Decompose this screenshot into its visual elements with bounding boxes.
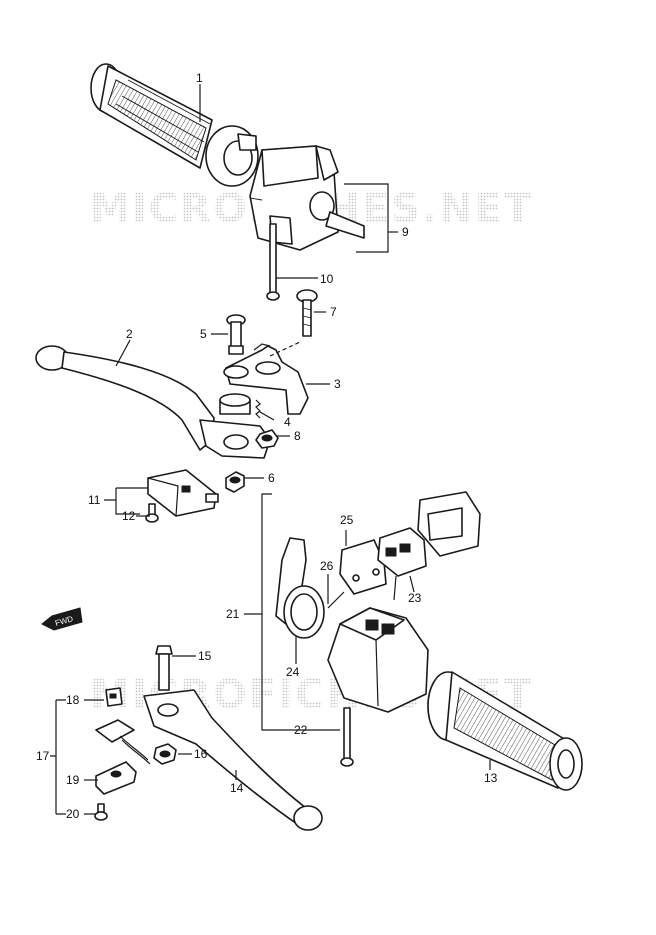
pivot-bolt-5 bbox=[226, 314, 246, 355]
callout-15: 15 bbox=[198, 649, 212, 663]
callout-16: 16 bbox=[194, 747, 208, 761]
bolt-15 bbox=[155, 645, 173, 691]
lever-bracket-3 bbox=[223, 341, 309, 415]
callout-11: 11 bbox=[88, 493, 101, 507]
switch-cover bbox=[417, 491, 481, 557]
callout-17: 17 bbox=[36, 749, 50, 763]
left-grip bbox=[90, 63, 259, 187]
clutch-lever-14 bbox=[143, 689, 323, 831]
callout-numbers: 1 9 10 7 5 2 3 4 8 6 11 12 25 26 23 21 2… bbox=[36, 71, 498, 821]
callout-4: 4 bbox=[284, 415, 291, 429]
callout-14: 14 bbox=[230, 781, 244, 795]
leader-lines bbox=[50, 84, 491, 815]
nut-6 bbox=[225, 471, 245, 493]
screw-10 bbox=[266, 223, 280, 301]
callout-24: 24 bbox=[286, 665, 300, 679]
nut-8 bbox=[255, 429, 279, 449]
callout-1: 1 bbox=[196, 71, 203, 85]
callout-2: 2 bbox=[126, 327, 133, 341]
nut-16 bbox=[153, 743, 177, 765]
callout-9: 9 bbox=[402, 225, 409, 239]
callout-12: 12 bbox=[122, 509, 136, 523]
throttle-pulley-24 bbox=[275, 537, 325, 639]
screw-26 bbox=[327, 591, 345, 609]
right-switch-housing bbox=[327, 607, 429, 713]
callout-5: 5 bbox=[200, 327, 207, 341]
switch-body-25 bbox=[339, 539, 387, 595]
clutch-switch-19 bbox=[95, 761, 137, 795]
brake-lever-2 bbox=[35, 345, 271, 459]
callout-10: 10 bbox=[320, 272, 334, 286]
screw-7 bbox=[296, 289, 318, 337]
callout-8: 8 bbox=[294, 429, 301, 443]
screw-20 bbox=[94, 803, 108, 821]
callout-18: 18 bbox=[66, 693, 80, 707]
clutch-switch-wire bbox=[95, 719, 151, 765]
callout-21: 21 bbox=[226, 607, 240, 621]
callout-20: 20 bbox=[66, 807, 80, 821]
right-grip bbox=[427, 671, 583, 791]
brake-switch-11 bbox=[147, 469, 219, 517]
screw-22 bbox=[340, 707, 354, 767]
clutch-switch-18 bbox=[105, 687, 123, 707]
callout-25: 25 bbox=[340, 513, 354, 527]
fwd-arrow: FWD bbox=[41, 607, 83, 631]
callout-22: 22 bbox=[294, 723, 308, 737]
callout-3: 3 bbox=[334, 377, 341, 391]
callout-13: 13 bbox=[484, 771, 498, 785]
callout-6: 6 bbox=[268, 471, 275, 485]
callout-23: 23 bbox=[408, 591, 422, 605]
callout-19: 19 bbox=[66, 773, 80, 787]
screw-12 bbox=[145, 503, 159, 523]
spring-4 bbox=[255, 399, 261, 419]
switch-unit-23 bbox=[377, 527, 427, 601]
callout-26: 26 bbox=[320, 559, 334, 573]
callout-7: 7 bbox=[330, 305, 337, 319]
